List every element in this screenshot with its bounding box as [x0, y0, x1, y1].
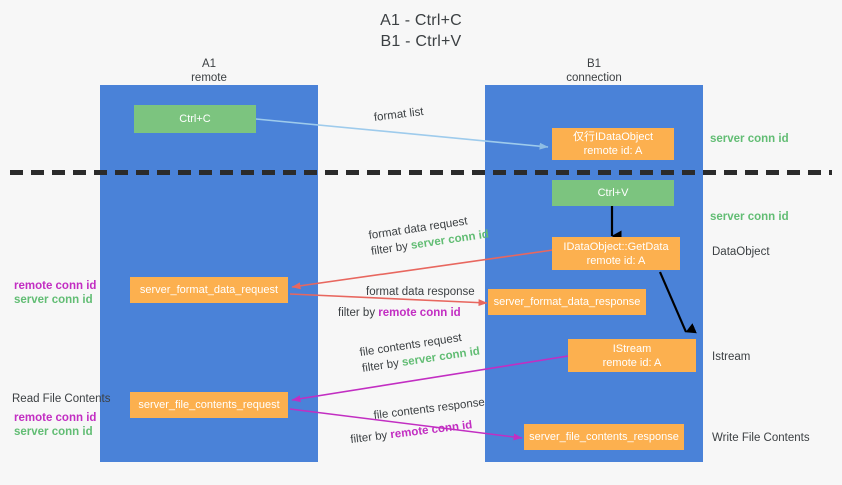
node-server-file-contents-response[interactable]: server_file_contents_response	[524, 424, 684, 450]
annotation-left-server-conn-id-1: server conn id	[14, 294, 93, 306]
annotation-right-istream: Istream	[712, 351, 751, 363]
edge-label-file-contents-response-filter: filter by remote conn id	[349, 415, 488, 448]
column-header-b1-name: B1	[586, 58, 602, 70]
node-idataobject-line1: 仅行IDataObject	[572, 131, 654, 143]
node-istream-line1: IStream	[612, 342, 652, 355]
annotation-left-remote-conn-id-2: remote conn id	[14, 412, 97, 424]
annotation-right-dataobject: DataObject	[712, 246, 770, 258]
node-idataobject-getdata[interactable]: IDataObject::GetData remote id: A	[552, 237, 680, 270]
edge-label-file-contents-request: file contents request filter by server c…	[359, 328, 481, 377]
node-ctrl-c-label: Ctrl+C	[179, 113, 211, 125]
node-idataobject-line2: remote id: A	[583, 145, 643, 157]
node-server-file-contents-request[interactable]: server_file_contents_request	[130, 392, 288, 418]
edge-label-format-data-response: format data response filter by remote co…	[338, 284, 475, 321]
filter-prefix: filter by	[370, 240, 412, 258]
edge-label-format-list-text: format list	[373, 105, 425, 124]
annotation-right-server-conn-id-mid: server conn id	[710, 211, 789, 223]
title-line-2: B1 - Ctrl+V	[380, 33, 462, 50]
filter-prefix: filter by	[349, 429, 392, 447]
node-ctrl-c[interactable]: Ctrl+C	[134, 105, 256, 133]
filter-value: remote conn id	[378, 307, 461, 319]
node-server-format-data-request[interactable]: server_format_data_request	[130, 277, 288, 303]
node-idataobject-getdata-line1: IDataObject::GetData	[563, 240, 669, 253]
page-title: A1 - Ctrl+C B1 - Ctrl+V	[0, 10, 842, 52]
filter-prefix: filter by	[361, 357, 403, 375]
annotation-left-remote-conn-id-1: remote conn id	[14, 280, 97, 292]
node-server-format-data-request-label: server_format_data_request	[139, 284, 279, 296]
annotation-left-read-file-contents: Read File Contents	[12, 393, 111, 405]
annotation-right-server-conn-id-top: server conn id	[710, 133, 789, 145]
node-server-format-data-response[interactable]: server_format_data_response	[488, 289, 646, 315]
edge-label-file-contents-response: file contents response filter by remote …	[350, 395, 489, 446]
trust-boundary-divider	[10, 170, 832, 175]
edge-label-format-data-request: format data request filter by server con…	[368, 211, 490, 260]
node-ctrl-v-label: Ctrl+V	[597, 187, 629, 199]
node-istream[interactable]: IStream remote id: A	[568, 339, 696, 372]
node-server-format-data-response-label: server_format_data_response	[493, 296, 641, 308]
node-server-file-contents-request-label: server_file_contents_request	[138, 399, 280, 411]
column-header-a1-name: A1	[201, 58, 217, 70]
filter-value: remote conn id	[389, 419, 473, 442]
edge-label-format-list: format list	[373, 104, 424, 126]
annotation-right-write-file-contents: Write File Contents	[712, 432, 810, 444]
edge-label-format-data-response-text: format data response	[366, 286, 475, 298]
column-header-b1-role: connection	[566, 72, 622, 84]
edge-label-format-data-response-filter: filter by remote conn id	[338, 305, 475, 321]
node-idataobject[interactable]: 仅行IDataObject remote id: A	[552, 128, 674, 160]
filter-prefix: filter by	[338, 307, 379, 319]
node-idataobject-getdata-line2: remote id: A	[586, 254, 646, 267]
node-server-file-contents-response-label: server_file_contents_response	[529, 431, 679, 443]
title-line-1: A1 - Ctrl+C	[380, 12, 462, 29]
node-istream-line2: remote id: A	[602, 356, 662, 369]
column-header-a1: A1 remote	[100, 57, 318, 85]
column-header-b1: B1 connection	[485, 57, 703, 85]
annotation-left-server-conn-id-2: server conn id	[14, 426, 93, 438]
node-ctrl-v[interactable]: Ctrl+V	[552, 180, 674, 206]
column-header-a1-role: remote	[191, 72, 227, 84]
